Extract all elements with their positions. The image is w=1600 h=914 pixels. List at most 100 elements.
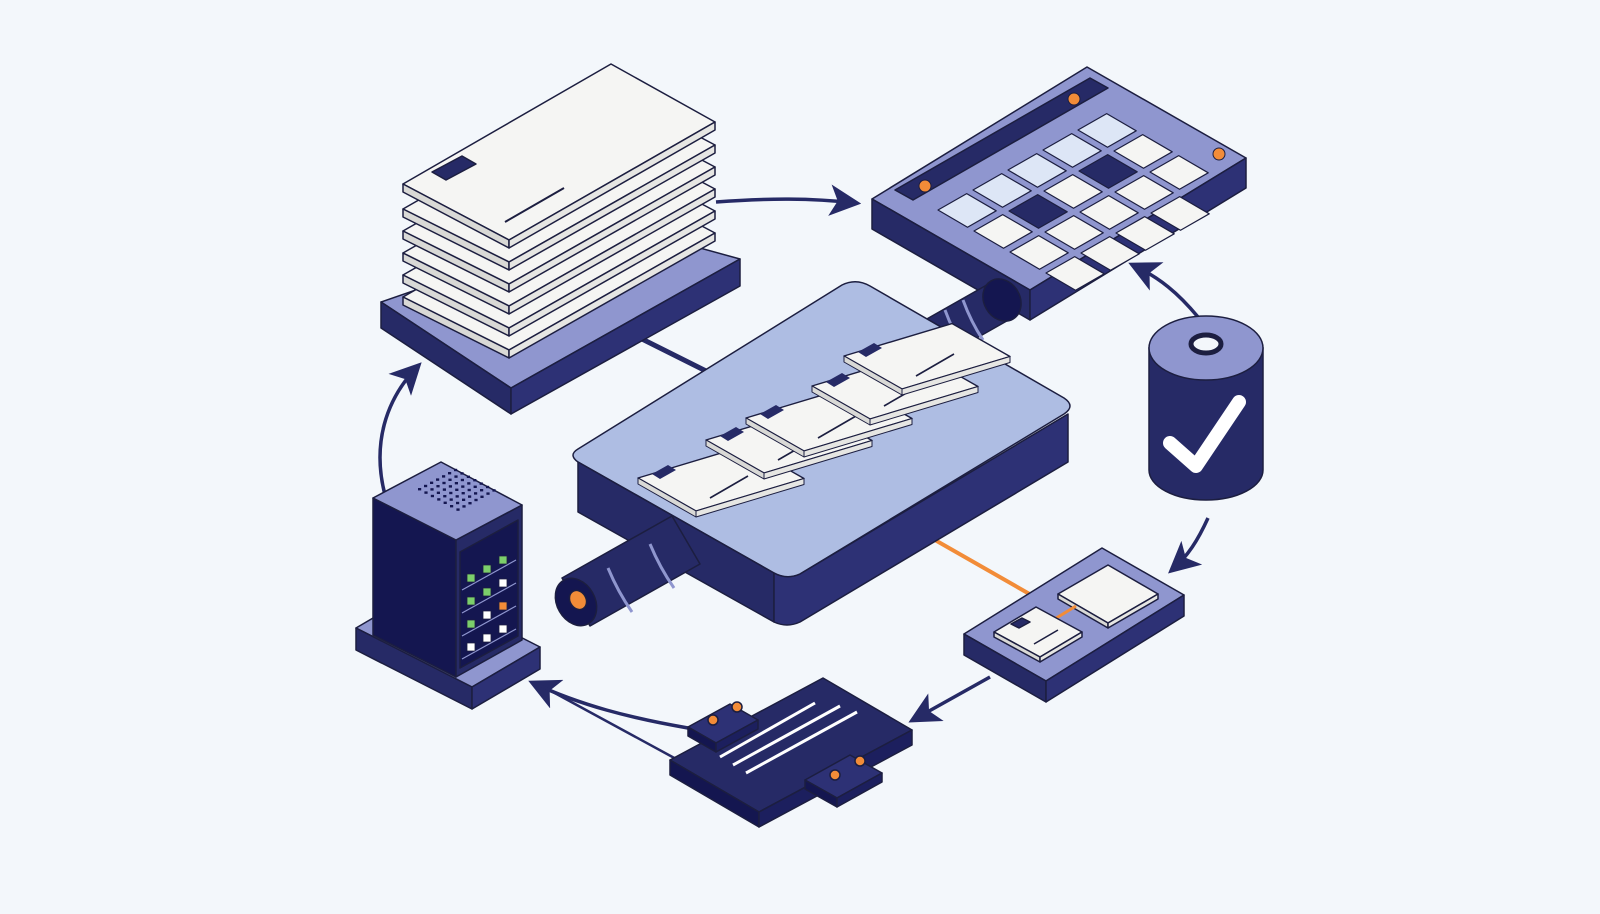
vent-dot [442, 475, 446, 478]
vent-dot [473, 485, 477, 488]
tray-cards [637, 322, 1011, 518]
vent-dot [442, 481, 446, 485]
vent-dot [448, 485, 452, 488]
spreadsheet-cell [1008, 194, 1068, 229]
board-stripe-1 [719, 701, 816, 759]
vent-dot [454, 468, 458, 472]
document-stack [380, 63, 741, 415]
stack-base-right [510, 258, 741, 415]
server-vent [418, 468, 496, 511]
tray-card-line [709, 475, 749, 499]
vent-dot [443, 501, 447, 504]
vent-dot [450, 505, 454, 508]
tray-card-chip [720, 427, 744, 441]
vent-dot [492, 489, 496, 492]
spreadsheet-cell [1044, 215, 1104, 250]
vent-dot [466, 475, 470, 478]
dual-card-module [963, 547, 1185, 703]
vent-dot [449, 498, 453, 501]
rack-slot-line [461, 605, 517, 637]
tray-card-chip [826, 373, 850, 387]
server-led [466, 596, 476, 606]
tray-card-line [915, 353, 955, 377]
tray-to-module-link [933, 538, 1042, 602]
server-led [498, 578, 508, 588]
vent-dot [456, 501, 460, 505]
sheet-label-chip [431, 155, 477, 181]
vent-dot [480, 495, 484, 498]
server-led [482, 633, 492, 643]
vent-dot [467, 488, 471, 492]
rack-slot-line [461, 559, 517, 591]
server-led [482, 610, 492, 620]
panel-indicator-corner [1212, 147, 1226, 161]
central-tray [554, 278, 1071, 627]
board-stripe-3 [745, 710, 858, 775]
tray-card-chip [858, 343, 882, 357]
tray-card-edge [869, 386, 979, 426]
vent-dot [454, 482, 458, 485]
spreadsheet-cell [1042, 133, 1102, 168]
vent-dot [461, 485, 465, 488]
server-led [466, 573, 476, 583]
vent-dot [461, 492, 465, 495]
vent-dot [479, 482, 483, 485]
vent-dot [474, 492, 478, 495]
spreadsheet-grid [937, 112, 1210, 291]
vent-dot [424, 484, 428, 488]
server-led [482, 587, 492, 597]
spreadsheet-cell [1150, 196, 1210, 231]
module-right [1045, 594, 1185, 703]
vent-dot [486, 492, 490, 495]
flow-arrow-capsule-to-panel [1128, 262, 1200, 319]
capsule-hole [1188, 332, 1224, 356]
vent-dot [456, 508, 460, 511]
vent-dot [474, 498, 478, 502]
server-led [466, 642, 476, 652]
vent-dot [460, 478, 464, 482]
tray-card-edge [695, 478, 805, 518]
server-led [498, 624, 508, 634]
spreadsheet-cell [937, 193, 997, 228]
vent-dot [430, 488, 434, 491]
vent-dot [468, 495, 472, 498]
vent-dot [462, 505, 466, 508]
panel-indicator-left [918, 179, 932, 193]
tray-card-edge [803, 418, 913, 458]
vent-dot [473, 479, 477, 482]
vent-dot [448, 472, 452, 475]
flow-arrow-stack-to-panel [715, 184, 862, 216]
sheet-text-line [504, 187, 565, 223]
board-stripe-2 [732, 704, 841, 767]
server-top [372, 461, 523, 541]
vent-dot [437, 498, 441, 501]
stripe-board [669, 677, 913, 828]
vent-dot [449, 491, 453, 495]
vent-dot [480, 489, 484, 492]
flow-arrow-capsule-to-module [1168, 517, 1210, 574]
server-led [482, 564, 492, 574]
vent-dot [467, 482, 471, 485]
paper-sheets [402, 63, 716, 359]
server-led [498, 601, 508, 611]
vent-dot [430, 494, 434, 498]
panel-indicator-right [1067, 92, 1081, 106]
spreadsheet-cell [1080, 236, 1140, 271]
spreadsheet-cell [1149, 155, 1209, 190]
server-base-right [471, 646, 541, 710]
vent-dot [468, 502, 472, 505]
vent-dot [436, 485, 440, 488]
spreadsheet-cell [1077, 112, 1137, 148]
tray-card-chip [760, 405, 784, 419]
vent-dot [455, 488, 459, 491]
vent-dot [486, 485, 490, 489]
vent-dot [460, 472, 464, 475]
panel-header-bar [894, 77, 1109, 201]
connector-port-core [568, 589, 588, 611]
tray-card-edge [901, 356, 1011, 396]
spreadsheet-cell [1114, 175, 1174, 210]
validation-capsule [1148, 315, 1264, 501]
flow-arrow-module-to-board [908, 675, 991, 723]
